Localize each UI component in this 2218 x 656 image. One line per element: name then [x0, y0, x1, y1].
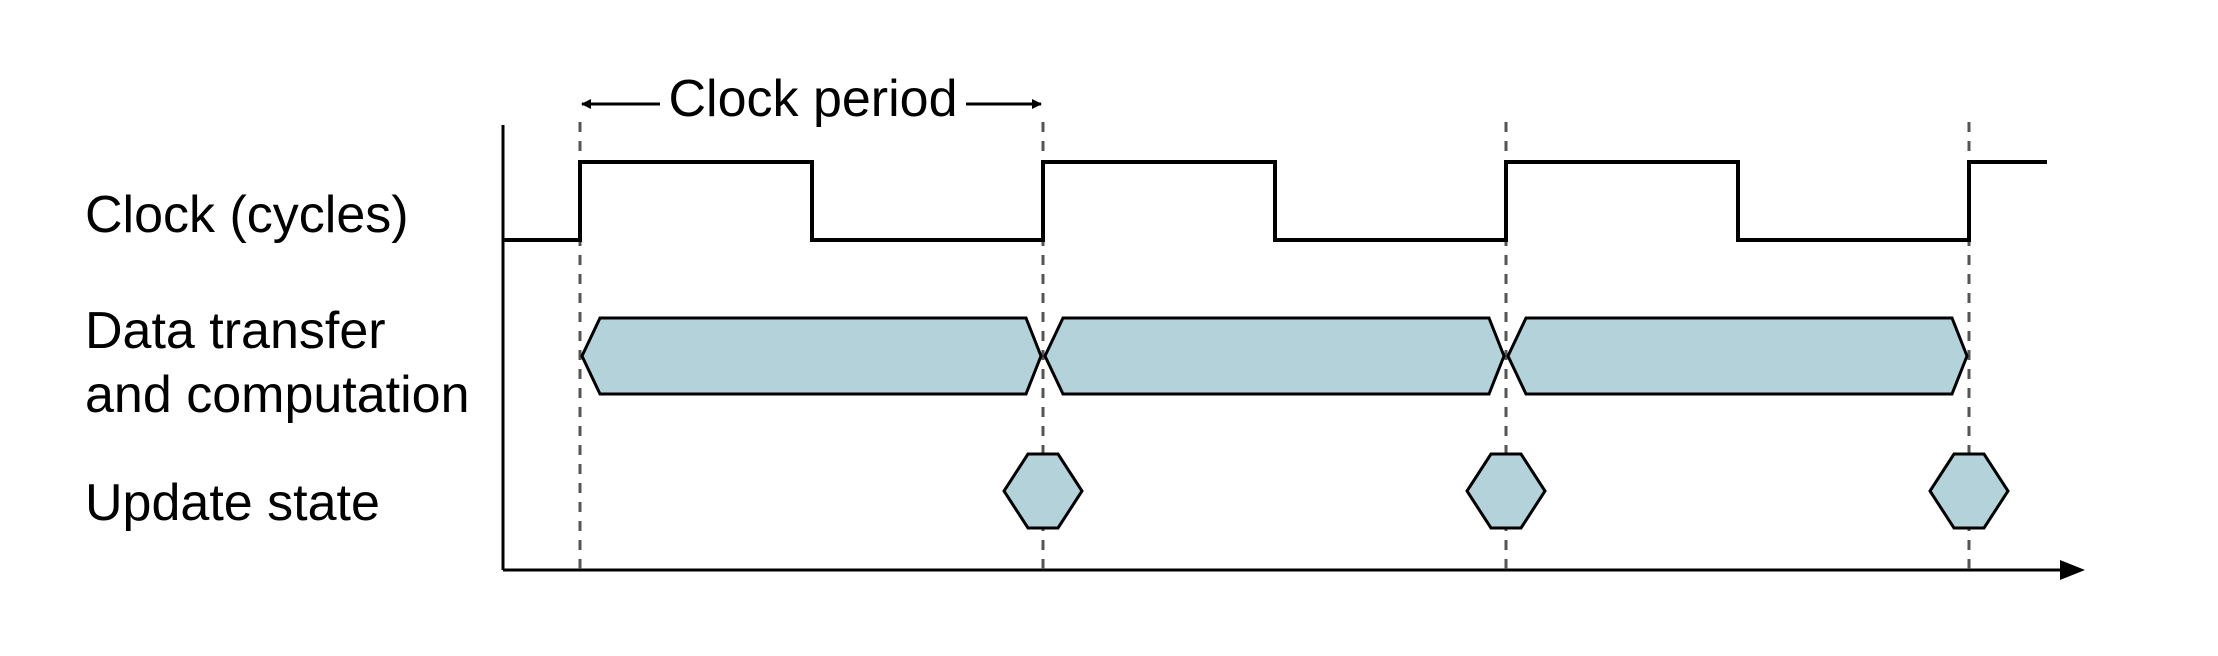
data-transfer-bar [1043, 316, 1506, 396]
data-row-label-line2: and computation [85, 366, 470, 424]
update-row-label: Update state [85, 474, 380, 532]
data-row-label-line1: Data transfer [85, 302, 386, 360]
update-state-marker [1928, 452, 2010, 530]
clock-period-label: Clock period [668, 70, 957, 128]
clock-row-label: Clock (cycles) [85, 186, 409, 244]
update-state-marker [1002, 452, 1084, 530]
data-transfer-bar [1506, 316, 1969, 396]
clock-waveform [503, 160, 2047, 242]
update-state-marker [1465, 452, 1547, 530]
time-axis-arrowhead [2060, 560, 2085, 580]
data-transfer-bar [580, 316, 1043, 396]
